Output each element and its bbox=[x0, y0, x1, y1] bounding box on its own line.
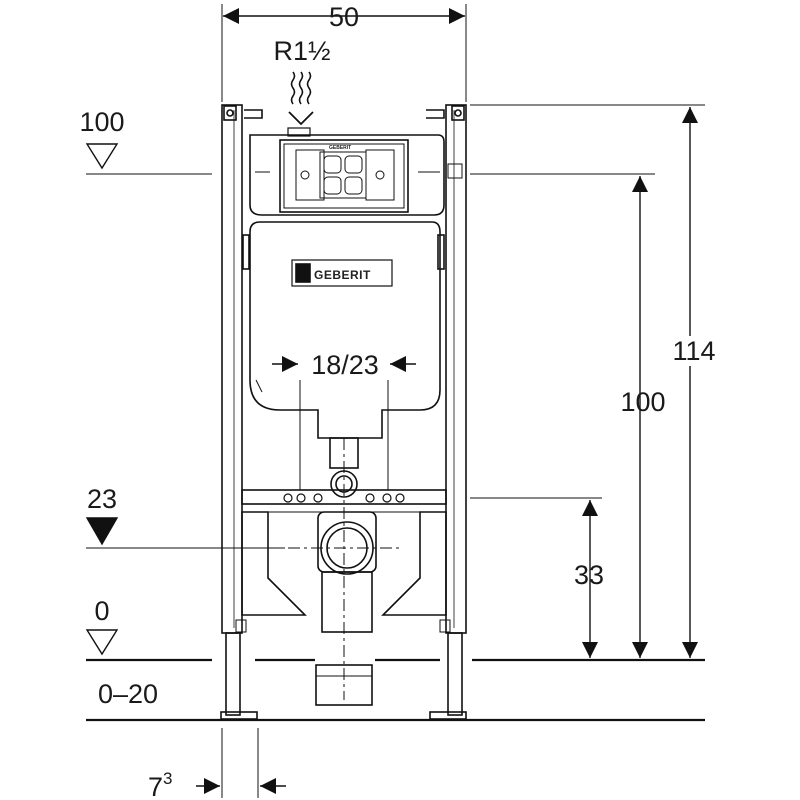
level-100-marker bbox=[85, 143, 119, 170]
level-0-label: 0 bbox=[94, 596, 109, 626]
brand-logo-text: GEBERIT bbox=[314, 268, 371, 282]
level-0-marker bbox=[85, 629, 119, 656]
right-rail bbox=[445, 104, 467, 634]
level-100-label: 100 bbox=[79, 107, 124, 137]
width-label: 50 bbox=[329, 2, 359, 32]
foot-offset-label: 73 bbox=[148, 769, 173, 800]
spacing-label: 18/23 bbox=[311, 350, 379, 380]
brand-logo-small: GEBERIT bbox=[329, 145, 351, 151]
crossbar bbox=[241, 380, 447, 706]
cistern bbox=[249, 127, 463, 498]
left-foot bbox=[225, 632, 241, 716]
level-23-marker bbox=[85, 517, 119, 546]
height-33-label: 33 bbox=[574, 560, 604, 590]
height-114-label-bg bbox=[670, 336, 718, 366]
right-foot bbox=[447, 632, 463, 716]
water-supply-icon bbox=[288, 71, 314, 126]
height-114-label: 114 bbox=[672, 336, 715, 366]
dimension-arrows bbox=[196, 8, 698, 794]
connection-label: R1½ bbox=[273, 36, 330, 66]
floor-lines bbox=[86, 658, 705, 722]
floor-range-label: 0–20 bbox=[98, 679, 158, 709]
level-23-label: 23 bbox=[87, 484, 117, 514]
level-markers bbox=[85, 143, 119, 656]
left-rail bbox=[221, 104, 243, 634]
extension-lines bbox=[86, 4, 705, 798]
height-100-label: 100 bbox=[620, 387, 665, 417]
frame bbox=[220, 104, 467, 720]
brand-badge bbox=[291, 259, 393, 287]
